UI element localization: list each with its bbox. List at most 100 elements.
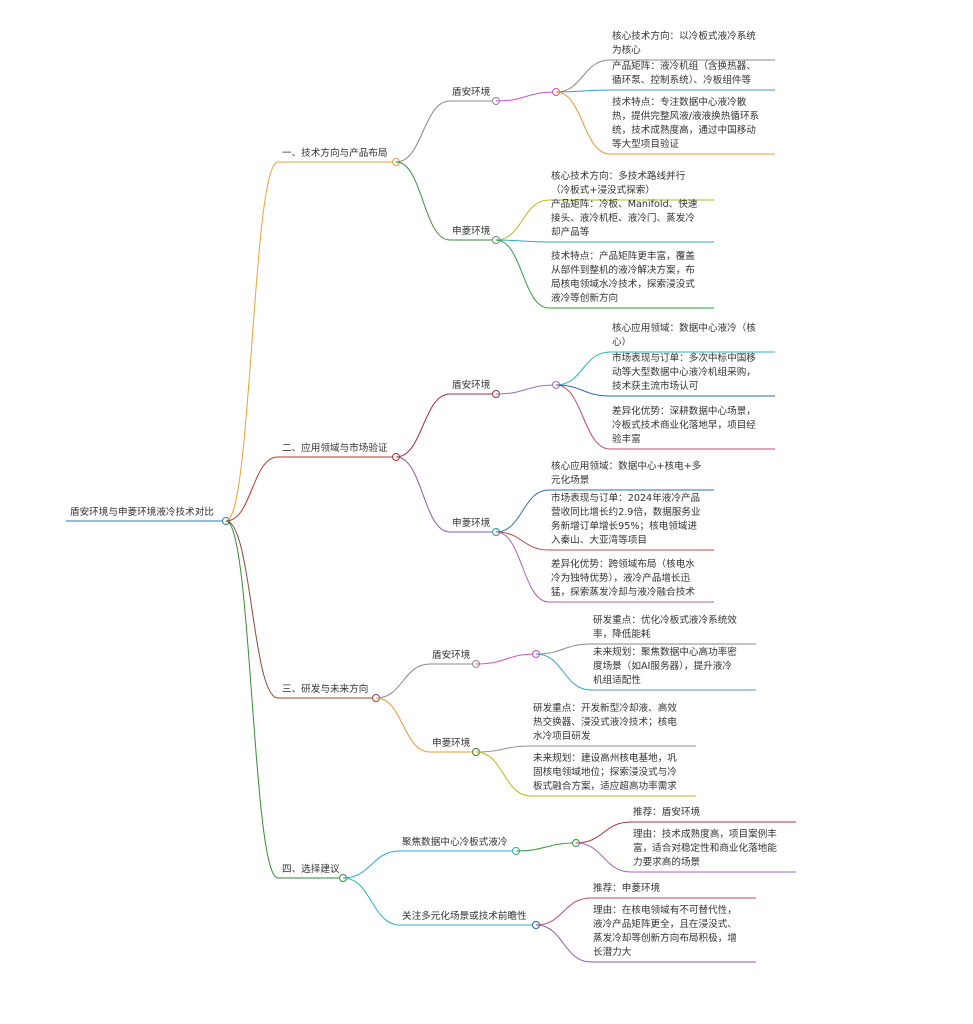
leaf-text-2-1-3-line-3: 验丰富 bbox=[612, 434, 641, 445]
leaf-text-1-1-3-line-4: 等大型项目验证 bbox=[612, 139, 680, 150]
child-connector-2-1 bbox=[395, 393, 451, 458]
hub-connector-4-1 bbox=[515, 842, 577, 852]
leaf-connector-4-2-1 bbox=[535, 897, 592, 926]
child-label-4-2: 关注多元化场景或技术前瞻性 bbox=[402, 911, 527, 922]
leaf-text-3-1-2-line-2: 度场景（如AI服务器），提升液冷 bbox=[593, 661, 732, 672]
leaf-text-3-1-2-line-1: 未来规划：聚焦数据中心高功率密 bbox=[593, 647, 737, 658]
child-label-4-1: 聚焦数据中心冷板式液冷 bbox=[402, 837, 508, 848]
leaf-text-4-2-1-line-1: 推荐：申菱环境 bbox=[593, 883, 661, 894]
leaf-text-1-2-1-line-2: （冷板式+浸没式探索） bbox=[551, 185, 655, 196]
leaf-text-4-1-1-line-1: 推荐：盾安环境 bbox=[633, 807, 701, 818]
child-connector-4-2 bbox=[342, 877, 401, 926]
leaf-connector-2-2-2 bbox=[495, 531, 550, 551]
leaf-connector-4-1-2 bbox=[575, 842, 632, 873]
leaf-text-2-1-3-line-2: 冷板式技术商业化落地早，项目经 bbox=[612, 420, 756, 431]
leaf-text-2-1-2-line-3: 技术获主流市场认可 bbox=[612, 381, 699, 392]
leaf-connector-1-1-3 bbox=[555, 91, 611, 155]
leaf-connector-1-2-2 bbox=[495, 239, 550, 243]
leaf-text-1-2-2-line-3: 却产品等 bbox=[551, 227, 590, 238]
leaf-connector-3-1-2 bbox=[535, 653, 592, 691]
leaf-connector-1-1-2 bbox=[555, 89, 611, 93]
leaf-text-1-1-3-line-2: 热，提供完整风液/液液换热循环系 bbox=[612, 111, 760, 122]
leaf-text-3-2-1-line-2: 热交换器、浸没式液冷技术；核电 bbox=[533, 717, 677, 728]
leaf-text-1-2-2-line-1: 产品矩阵：冷板、Manifold、快速 bbox=[551, 199, 698, 210]
branch-connector-4 bbox=[225, 520, 279, 879]
child-connector-2-2 bbox=[395, 456, 451, 533]
child-connector-1-1 bbox=[395, 100, 451, 163]
leaf-text-1-1-2-line-1: 产品矩阵：液冷机组（含换热器、 bbox=[612, 61, 756, 72]
leaf-connector-1-2-3 bbox=[495, 239, 550, 309]
branch-connector-2 bbox=[225, 456, 279, 522]
leaf-text-3-2-1-line-1: 研发重点：开发新型冷却液、高效 bbox=[533, 703, 677, 714]
leaf-text-2-1-3-line-1: 差异化优势：深耕数据中心场景， bbox=[612, 406, 756, 417]
leaf-text-2-2-2-line-1: 市场表现与订单：2024年液冷产品 bbox=[551, 493, 701, 504]
child-connector-4-1 bbox=[342, 850, 401, 879]
root-node-label: 盾安环境与申菱环境液冷技术对比 bbox=[70, 507, 214, 518]
hub-connector-1-1 bbox=[495, 91, 557, 102]
leaf-text-3-2-1-line-3: 水冷项目研发 bbox=[533, 731, 591, 742]
leaf-text-2-2-3-line-3: 猛，探索蒸发冷却与液冷融合技术 bbox=[551, 587, 695, 598]
leaf-text-2-2-1-line-1: 核心应用领域：数据中心+核电+多 bbox=[551, 461, 702, 472]
child-label-3-1: 盾安环境 bbox=[432, 650, 471, 661]
leaf-text-1-1-3-line-1: 技术特点：专注数据中心液冷散 bbox=[612, 97, 747, 108]
branch-label-2: 二、应用领域与市场验证 bbox=[282, 443, 388, 454]
leaf-text-4-2-2-line-4: 长潜力大 bbox=[593, 947, 632, 958]
leaf-connector-3-1-1 bbox=[535, 643, 592, 655]
hub-connector-3-1 bbox=[475, 653, 537, 665]
leaf-text-1-2-2-line-2: 接头、液冷机柜、液冷门、蒸发冷 bbox=[551, 213, 695, 224]
leaf-connector-2-1-3 bbox=[555, 384, 611, 450]
child-label-3-2: 申菱环境 bbox=[432, 738, 471, 749]
leaf-text-3-2-2-line-2: 固核电领域地位；探索浸没式与冷 bbox=[533, 767, 677, 778]
leaf-text-3-2-2-line-1: 未来规划：建设高州核电基地，巩 bbox=[533, 753, 677, 764]
leaf-text-1-2-1-line-1: 核心技术方向：多技术路线并行 bbox=[551, 171, 686, 182]
leaf-text-2-2-2-line-4: 入秦山、大亚湾等项目 bbox=[551, 535, 647, 546]
leaf-text-1-1-1-line-1: 核心技术方向：以冷板式液冷系统 bbox=[612, 31, 756, 42]
leaf-text-3-1-1-line-1: 研发重点：优化冷板式液冷系统效 bbox=[593, 615, 737, 626]
leaf-text-1-1-3-line-3: 统，技术成熟度高，通过中国移动 bbox=[612, 125, 756, 136]
leaf-connector-2-2-3 bbox=[495, 531, 550, 603]
leaf-text-2-1-2-line-2: 动等大型数据中心液冷机组采购， bbox=[612, 367, 756, 378]
branch-label-4: 四、选择建议 bbox=[282, 864, 340, 875]
hub-connector-2-1 bbox=[495, 384, 557, 395]
leaf-text-3-1-2-line-3: 机组适配性 bbox=[593, 675, 641, 686]
leaf-text-4-1-2-line-2: 富，适合对稳定性和商业化落地能 bbox=[633, 843, 777, 854]
leaf-connector-1-2-1 bbox=[495, 199, 550, 241]
branch-connector-1 bbox=[225, 161, 279, 522]
child-connector-3-1 bbox=[375, 663, 431, 699]
leaf-text-3-1-1-line-2: 率，降低能耗 bbox=[593, 629, 651, 640]
leaf-connector-2-2-1 bbox=[495, 489, 550, 533]
leaf-text-1-1-2-line-2: 循环泵、控制系统）、冷板组件等 bbox=[612, 75, 752, 86]
branch-connector-3 bbox=[225, 520, 279, 699]
leaf-text-2-2-2-line-2: 营收同比增长约2.9倍，数据服务业 bbox=[551, 507, 701, 518]
branch-label-3: 三、研发与未来方向 bbox=[282, 684, 369, 695]
leaf-text-2-2-1-line-2: 元化场景 bbox=[551, 475, 590, 486]
leaf-text-1-2-3-line-4: 液冷等创新方向 bbox=[551, 293, 619, 304]
leaf-text-4-2-2-line-3: 蒸发冷却等创新方向布局积极，增 bbox=[593, 933, 737, 944]
leaf-text-4-2-2-line-1: 理由：在核电领域有不可替代性， bbox=[593, 905, 737, 916]
child-connector-3-2 bbox=[375, 697, 431, 753]
leaf-connector-3-2-2 bbox=[475, 751, 532, 797]
child-connector-1-2 bbox=[395, 161, 451, 241]
leaf-text-4-1-2-line-1: 理由：技术成熟度高，项目案例丰 bbox=[633, 829, 777, 840]
child-label-2-1: 盾安环境 bbox=[452, 380, 491, 391]
branch-label-1: 一、技术方向与产品布局 bbox=[282, 148, 388, 159]
leaf-text-2-1-2-line-1: 市场表现与订单：多次中标中国移 bbox=[612, 353, 756, 364]
leaf-connector-4-1-1 bbox=[575, 821, 632, 844]
leaf-connector-1-1-1 bbox=[555, 59, 611, 93]
leaf-text-1-2-3-line-1: 技术特点：产品矩阵更丰富，覆盖 bbox=[551, 251, 695, 262]
leaf-text-3-2-2-line-3: 板式融合方案，适应超高功率需求 bbox=[533, 781, 677, 792]
leaf-text-2-2-2-line-3: 务新增订单增长95%；核电领域进 bbox=[551, 521, 698, 532]
leaf-connector-2-1-1 bbox=[555, 351, 611, 386]
leaf-text-2-1-1-line-1: 核心应用领域：数据中心液冷（核 bbox=[612, 323, 756, 334]
leaf-connector-4-2-2 bbox=[535, 924, 592, 963]
leaf-text-1-2-3-line-2: 从部件到整机的液冷解决方案，布 bbox=[551, 265, 695, 276]
leaf-text-4-1-2-line-3: 力要求高的场景 bbox=[633, 857, 701, 868]
leaf-text-2-2-3-line-2: 冷为独特优势），液冷产品增长迅 bbox=[551, 573, 691, 584]
leaf-text-1-2-3-line-3: 局核电领域水冷技术，探索浸没式 bbox=[551, 279, 695, 290]
leaf-connector-3-2-1 bbox=[475, 745, 532, 753]
leaf-text-1-1-1-line-2: 为核心 bbox=[612, 45, 641, 56]
leaf-text-4-2-2-line-2: 液冷产品矩阵更全，且在浸没式、 bbox=[593, 919, 737, 930]
leaf-connector-2-1-2 bbox=[555, 384, 611, 397]
child-label-1-2: 申菱环境 bbox=[452, 226, 491, 237]
